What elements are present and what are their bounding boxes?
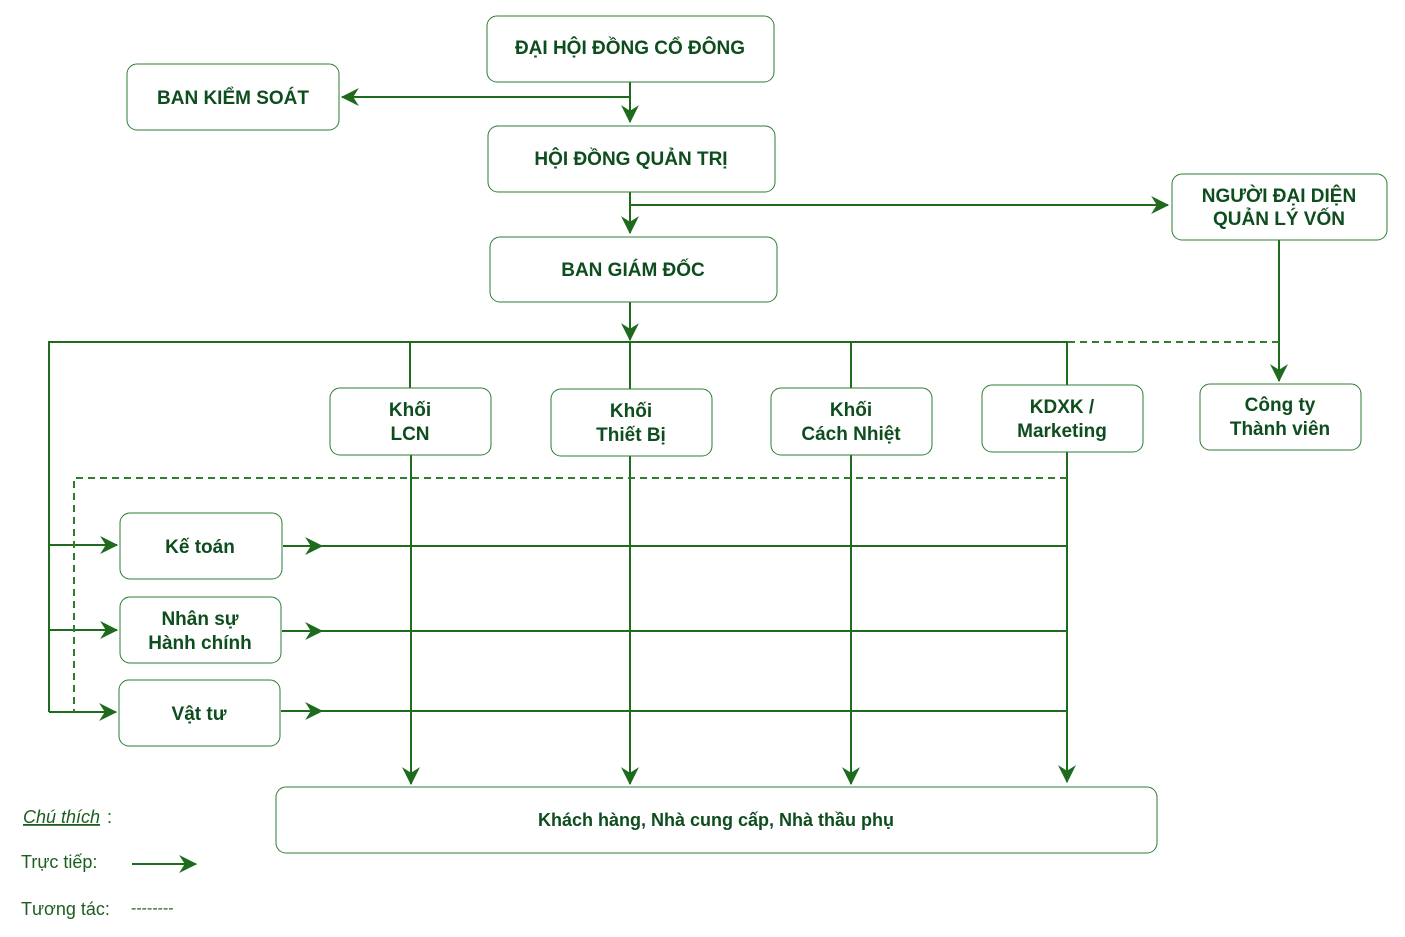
node-khoi-cach-nhiet[interactable]: Khối Cách Nhiệt <box>770 387 933 456</box>
node-label: QUẢN LÝ VỐN <box>1213 208 1345 230</box>
node-label: Kế toán <box>165 537 235 558</box>
node-label: Hành chính <box>148 633 251 654</box>
node-vat-tu[interactable]: Vật tư <box>118 679 281 747</box>
node-label: Công ty <box>1245 395 1316 416</box>
node-label: Khối <box>830 400 872 421</box>
node-label: Cách Nhiệt <box>801 424 901 445</box>
node-khoi-lcn[interactable]: Khối LCN <box>329 387 492 456</box>
node-ban-kiem-soat[interactable]: BAN KIỂM SOÁT <box>126 63 340 131</box>
node-hoi-dong-quan-tri[interactable]: HỘI ĐỒNG QUẢN TRỊ <box>487 125 776 193</box>
node-label: Marketing <box>1017 421 1107 442</box>
node-label: Vật tư <box>172 704 227 725</box>
node-label: NGƯỜI ĐẠI DIỆN <box>1202 185 1356 207</box>
node-label: Khách hàng, Nhà cung cấp, Nhà thầu phụ <box>538 810 894 830</box>
node-label: HỘI ĐỒNG QUẢN TRỊ <box>534 148 727 170</box>
node-label: Khối <box>389 400 431 421</box>
node-nguoi-dai-dien-quan-ly-von[interactable]: NGƯỜI ĐẠI DIỆN QUẢN LÝ VỐN <box>1171 173 1388 241</box>
node-label: ĐẠI HỘI ĐỒNG CỔ ĐÔNG <box>515 37 745 59</box>
node-label: Nhân sự <box>161 609 238 630</box>
node-ke-toan[interactable]: Kế toán <box>119 512 283 580</box>
legend-title-colon: : <box>107 807 112 827</box>
node-label: BAN GIÁM ĐỐC <box>561 259 705 281</box>
legend-interaction-sample: -------- <box>131 900 174 917</box>
node-cong-ty-thanh-vien[interactable]: Công ty Thành viên <box>1199 383 1362 451</box>
legend: Chú thích : Trực tiếp: Tương tác: ------… <box>21 807 198 919</box>
node-label: Thành viên <box>1230 419 1330 440</box>
node-dai-hoi-dong-co-dong[interactable]: ĐẠI HỘI ĐỒNG CỔ ĐÔNG <box>486 15 775 83</box>
direct-connectors <box>48 82 1288 786</box>
node-nhan-su-hanh-chinh[interactable]: Nhân sự Hành chính <box>119 596 282 664</box>
legend-title: Chú thích <box>23 807 100 827</box>
node-ban-giam-doc[interactable]: BAN GIÁM ĐỐC <box>489 236 778 303</box>
dash-kdxk-departments <box>73 477 1067 712</box>
legend-interaction-label: Tương tác: <box>21 899 110 919</box>
node-kdxk-marketing[interactable]: KDXK / Marketing <box>981 384 1144 453</box>
interaction-connectors <box>73 341 1279 712</box>
node-label: KDXK / <box>1030 397 1095 418</box>
node-khach-hang-ncc-ntp[interactable]: Khách hàng, Nhà cung cấp, Nhà thầu phụ <box>275 786 1158 854</box>
node-label: Thiết Bị <box>596 425 666 446</box>
node-label: BAN KIỂM SOÁT <box>157 87 309 109</box>
legend-direct-label: Trực tiếp: <box>21 852 97 872</box>
node-khoi-thiet-bi[interactable]: Khối Thiết Bị <box>550 388 713 457</box>
node-label: Khối <box>610 401 652 422</box>
node-label: LCN <box>390 424 429 445</box>
